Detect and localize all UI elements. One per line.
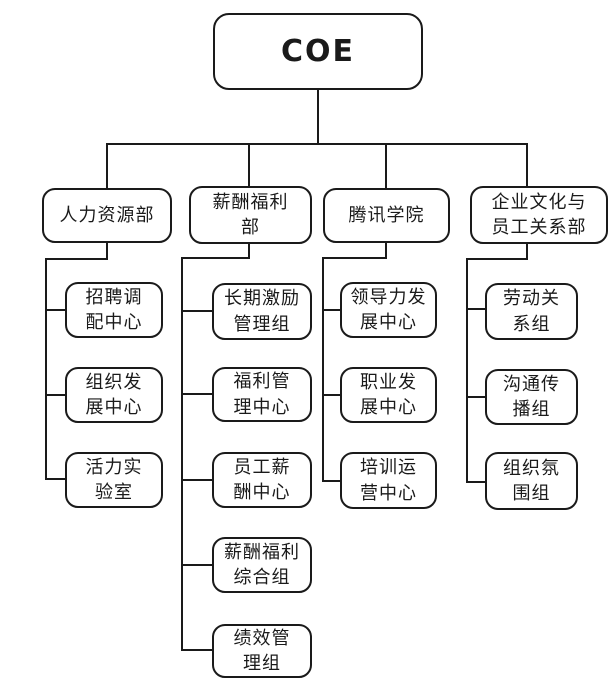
connector-col2-stub1 [181, 310, 213, 312]
connector-col4-stub3 [466, 481, 486, 483]
child-label: 领导力发 展中心 [350, 286, 427, 332]
connector-col4-stem [526, 244, 528, 260]
dept-label: 薪酬福利 部 [212, 191, 289, 237]
dept-box-culture-employee-relations: 企业文化与 员工关系部 [470, 186, 608, 244]
connector-col1-stem [106, 243, 108, 260]
connector-col1-stub1 [45, 309, 66, 311]
dept-label: 人力资源部 [59, 204, 155, 225]
connector-col3-stub3 [322, 480, 341, 482]
child-box-labor-relations-group: 劳动关 系组 [485, 283, 578, 340]
root-box-coe: COE [213, 13, 423, 90]
connector-col2-spine [181, 257, 183, 651]
child-label: 培训运 营中心 [360, 457, 417, 503]
child-box-recruitment-allocation-center: 招聘调 配中心 [65, 282, 163, 338]
connector-drop-hr [106, 143, 108, 188]
connector-col3-spine [322, 257, 324, 481]
child-box-longterm-incentive-group: 长期激励 管理组 [212, 283, 312, 340]
connector-drop-academy [385, 143, 387, 188]
connector-col4-stub1 [466, 308, 486, 310]
connector-col2-stub2 [181, 393, 213, 395]
connector-root-stem [317, 89, 319, 145]
connector-col4-elbow [466, 258, 528, 260]
connector-col3-elbow [322, 257, 387, 259]
connector-top-rail [106, 143, 528, 145]
child-box-org-climate-group: 组织氛 围组 [485, 452, 578, 510]
child-label: 绩效管 理组 [233, 627, 291, 673]
root-label: COE [280, 33, 355, 69]
connector-col2-elbow [181, 257, 250, 259]
connector-col3-stub2 [322, 394, 341, 396]
child-box-leadership-development-center: 领导力发 展中心 [340, 282, 437, 338]
child-label: 薪酬福利 综合组 [224, 541, 300, 587]
connector-col1-elbow [45, 258, 108, 260]
dept-box-compensation-benefits: 薪酬福利 部 [189, 186, 312, 244]
child-label: 长期激励 管理组 [224, 288, 300, 334]
child-label: 员工薪 酬中心 [233, 456, 291, 502]
child-box-career-development-center: 职业发 展中心 [340, 367, 437, 423]
child-label: 劳动关 系组 [503, 288, 560, 334]
connector-col4-spine [466, 258, 468, 482]
child-box-organization-development-center: 组织发 展中心 [65, 367, 163, 423]
child-label: 福利管 理中心 [233, 371, 291, 417]
dept-label: 腾讯学院 [348, 204, 425, 225]
connector-col3-stub1 [322, 309, 341, 311]
child-label: 招聘调 配中心 [85, 286, 143, 332]
child-label: 组织发 展中心 [85, 371, 143, 417]
dept-box-human-resources: 人力资源部 [42, 188, 172, 243]
child-label: 活力实 验室 [85, 456, 143, 502]
connector-col2-stem [248, 244, 250, 259]
connector-col1-stub3 [45, 478, 66, 480]
connector-col2-stub5 [181, 649, 213, 651]
connector-col4-stub2 [466, 396, 486, 398]
connector-col3-stem [385, 243, 387, 259]
child-box-communication-group: 沟通传 播组 [485, 369, 578, 425]
child-box-benefits-management-center: 福利管 理中心 [212, 367, 312, 422]
child-box-training-operations-center: 培训运 营中心 [340, 452, 437, 509]
connector-drop-culture [526, 143, 528, 186]
child-box-vitality-lab: 活力实 验室 [65, 452, 163, 508]
connector-col1-stub2 [45, 394, 66, 396]
child-box-comp-benefits-general-group: 薪酬福利 综合组 [212, 537, 312, 593]
child-box-employee-compensation-center: 员工薪 酬中心 [212, 452, 312, 508]
connector-drop-comp [248, 143, 250, 186]
dept-box-tencent-academy: 腾讯学院 [323, 188, 450, 243]
child-box-performance-management-group: 绩效管 理组 [212, 624, 312, 678]
connector-col1-spine [45, 258, 47, 480]
child-label: 组织氛 围组 [503, 457, 560, 503]
dept-label: 企业文化与 员工关系部 [491, 191, 587, 237]
child-label: 职业发 展中心 [360, 371, 417, 417]
child-label: 沟通传 播组 [503, 373, 560, 419]
connector-col2-stub4 [181, 564, 213, 566]
connector-col2-stub3 [181, 479, 213, 481]
